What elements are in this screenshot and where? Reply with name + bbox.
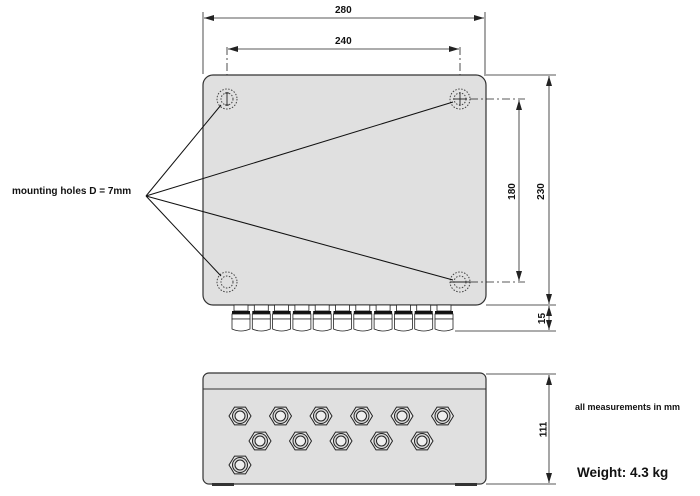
- cable-gland: [272, 304, 292, 332]
- dim-label-180: 180: [506, 183, 518, 200]
- cable-gland-nut: [248, 431, 272, 451]
- dim-label-240: 240: [335, 36, 352, 47]
- cable-gland-nut: [410, 431, 434, 451]
- cable-gland-nut: [349, 406, 374, 426]
- mounting-holes-label: mounting holes D = 7mm: [12, 186, 132, 197]
- weight-label: Weight: 4.3 kg: [577, 465, 669, 480]
- cable-gland: [251, 304, 271, 332]
- cable-gland-nut: [430, 406, 455, 426]
- dim-label-15: 15: [537, 312, 549, 325]
- cable-gland-nut: [309, 406, 333, 426]
- top-view: [145, 12, 556, 332]
- cable-gland: [231, 304, 251, 332]
- mounting-hole: [216, 88, 238, 110]
- cable-gland: [312, 304, 332, 332]
- dim-label-230: 230: [535, 183, 547, 200]
- side-gland-group: [228, 406, 455, 475]
- cable-gland-nut: [329, 431, 353, 451]
- side-view: [202, 372, 556, 486]
- foot: [212, 483, 234, 486]
- mounting-hole: [216, 271, 238, 293]
- cable-gland: [292, 304, 312, 332]
- cable-gland: [333, 304, 352, 332]
- units-note: all measurements in mm: [575, 402, 681, 412]
- cable-gland-row: [231, 304, 454, 332]
- cable-gland: [393, 304, 413, 332]
- foot: [455, 483, 477, 486]
- cable-gland-nut: [228, 406, 252, 426]
- cable-gland-nut: [390, 406, 414, 426]
- enclosure-side-body: [202, 372, 487, 485]
- dim-label-111: 111: [538, 421, 550, 438]
- cable-gland: [434, 304, 454, 332]
- cable-gland: [353, 304, 373, 332]
- enclosure-top-body: [202, 74, 487, 306]
- cable-gland: [414, 304, 434, 332]
- dim-label-280: 280: [335, 5, 352, 16]
- cable-gland-nut: [288, 431, 313, 451]
- cable-gland-nut: [268, 406, 293, 426]
- leader-lines: [145, 101, 454, 281]
- cable-gland-nut: [369, 431, 394, 451]
- cable-gland: [373, 304, 393, 332]
- cable-gland-nut: [228, 455, 252, 475]
